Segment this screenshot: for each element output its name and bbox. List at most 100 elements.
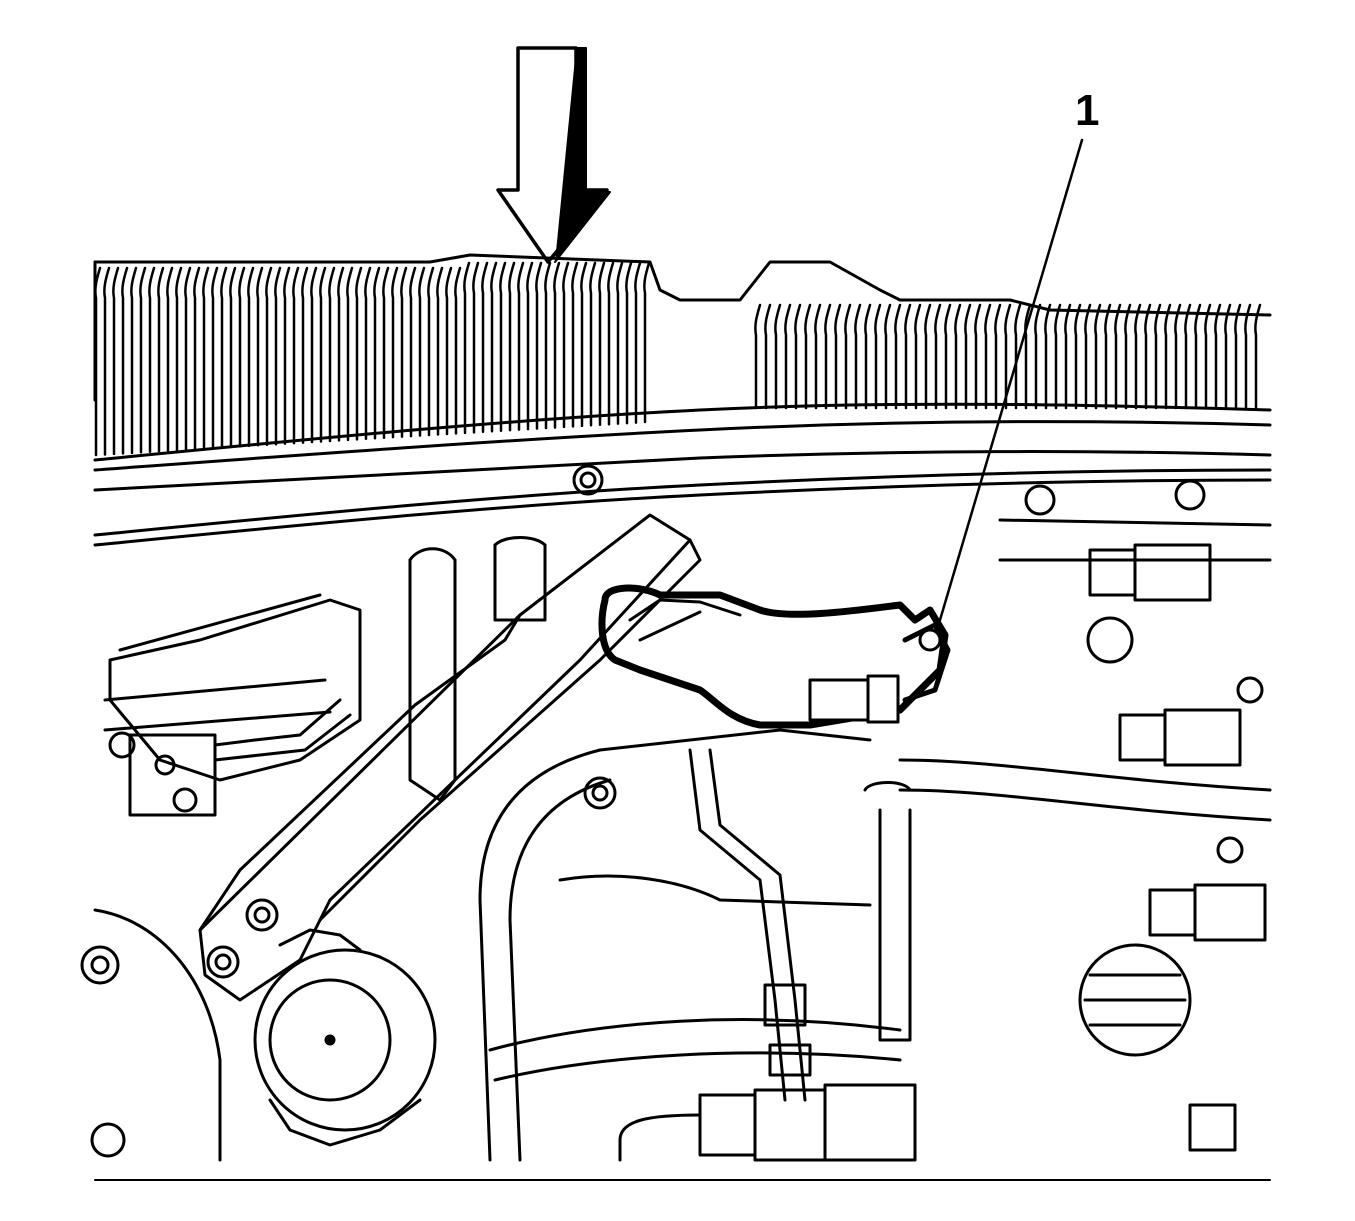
coil-connector-4 (1188, 1103, 1237, 1152)
cowl-ribs-right (754, 303, 1262, 410)
cowl-rib (607, 261, 615, 426)
cowl-rib (894, 303, 902, 410)
coil-connector-3 (1148, 888, 1197, 937)
ignition-coils-right (998, 479, 1272, 1152)
cowl-rib (1134, 303, 1142, 410)
cowl-rib (1094, 303, 1102, 410)
coil-connector-1 (1088, 548, 1137, 597)
callout-1: 1 (938, 86, 1099, 622)
cowl-rib (490, 261, 498, 433)
cowl-rib (1084, 303, 1092, 410)
cowl-rib (337, 266, 345, 442)
cowl-rib (121, 266, 129, 455)
cowl-rib (1144, 303, 1152, 410)
cowl-rib (1044, 303, 1052, 410)
cowl-rib (1024, 303, 1032, 410)
cowl-rib (944, 303, 952, 410)
cowl-rib (256, 266, 264, 447)
cowl-rib (193, 266, 201, 451)
cowl-rib (1054, 303, 1062, 410)
cowl-rib (481, 261, 489, 434)
cowl-rib (409, 266, 417, 438)
cowl-rib (824, 303, 832, 410)
callout-1-label: 1 (1075, 86, 1099, 135)
cowl-rib (1014, 303, 1022, 410)
cowl-rib (874, 303, 882, 410)
cowl-rib (794, 303, 802, 410)
cowl-rib (914, 303, 922, 410)
cowl-rib (265, 266, 273, 446)
cowl-rib (319, 266, 327, 443)
cowl-panel (93, 253, 1272, 547)
cowl-rib (382, 266, 390, 439)
cowl-rib (130, 266, 138, 455)
cowl-rib (864, 303, 872, 410)
cowl-rib (1154, 303, 1162, 410)
cowl-rib (1164, 303, 1172, 410)
cowl-rib (184, 266, 192, 451)
cowl-rib (754, 303, 762, 410)
cowl-rib (517, 261, 525, 431)
cowl-rib (904, 303, 912, 410)
refrigerant-line (598, 584, 951, 729)
cowl-rib (1114, 303, 1122, 410)
cowl-rib (364, 266, 372, 441)
cowl-rib (784, 303, 792, 410)
callout-1-leader (938, 138, 1084, 622)
cowl-rib (974, 303, 982, 410)
cowl-rib (1064, 303, 1072, 410)
cowl-rib (535, 261, 543, 430)
hvac-valve-assembly (103, 593, 362, 817)
valve-block (128, 733, 217, 817)
cowl-rib (247, 266, 255, 448)
cowl-rib (94, 266, 102, 457)
cowl-rib (854, 303, 862, 410)
cowl-rib (1174, 303, 1182, 410)
cowl-rib (436, 266, 444, 436)
cowl-rib (283, 266, 291, 445)
cowl-rib (924, 303, 932, 410)
cowl-rib (964, 303, 972, 410)
view-direction-arrow (496, 46, 611, 264)
cowl-rib (1004, 303, 1012, 410)
cowl-rib (112, 266, 120, 456)
cowl-rib (774, 303, 782, 410)
fuel-rail (863, 758, 1272, 1042)
cowl-rib (598, 261, 606, 427)
cowl-rib (301, 266, 309, 444)
cowl-rib (445, 266, 453, 436)
brace-bolt (245, 898, 279, 932)
cowl-rib (1034, 303, 1042, 410)
cowl-ribs-left (94, 261, 651, 457)
sensor-connector-bottom (618, 1083, 917, 1162)
cowl-rib (274, 266, 282, 446)
cowl-fastener (572, 464, 604, 496)
duct-bolt (583, 776, 617, 810)
left-strut-tower (80, 908, 222, 1162)
oil-filler-cap (1078, 943, 1192, 1057)
cowl-rib (310, 266, 318, 444)
cowl-rib (202, 266, 210, 450)
cowl-rib (571, 261, 579, 428)
cowl-rib (834, 303, 842, 410)
cowl-rib (1184, 303, 1192, 410)
cowl-rib (346, 266, 354, 442)
cowl-rib (229, 266, 237, 449)
fluid-line (688, 748, 812, 1102)
cowl-rib (634, 261, 642, 424)
cowl-rib (238, 266, 246, 448)
cowl-rib (166, 266, 174, 452)
cowl-rib (328, 266, 336, 443)
cowl-rib (553, 261, 561, 429)
cowl-rib (804, 303, 812, 410)
cowl-rib (103, 266, 111, 456)
cowl-rib (463, 261, 471, 435)
cowl-rib (1074, 303, 1082, 410)
cowl-rib (844, 303, 852, 410)
cowl-rib (994, 303, 1002, 410)
reservoir-cap-left (253, 928, 437, 1147)
cowl-rib (764, 303, 772, 410)
intake-duct (478, 728, 902, 1162)
cowl-rib (157, 266, 165, 453)
